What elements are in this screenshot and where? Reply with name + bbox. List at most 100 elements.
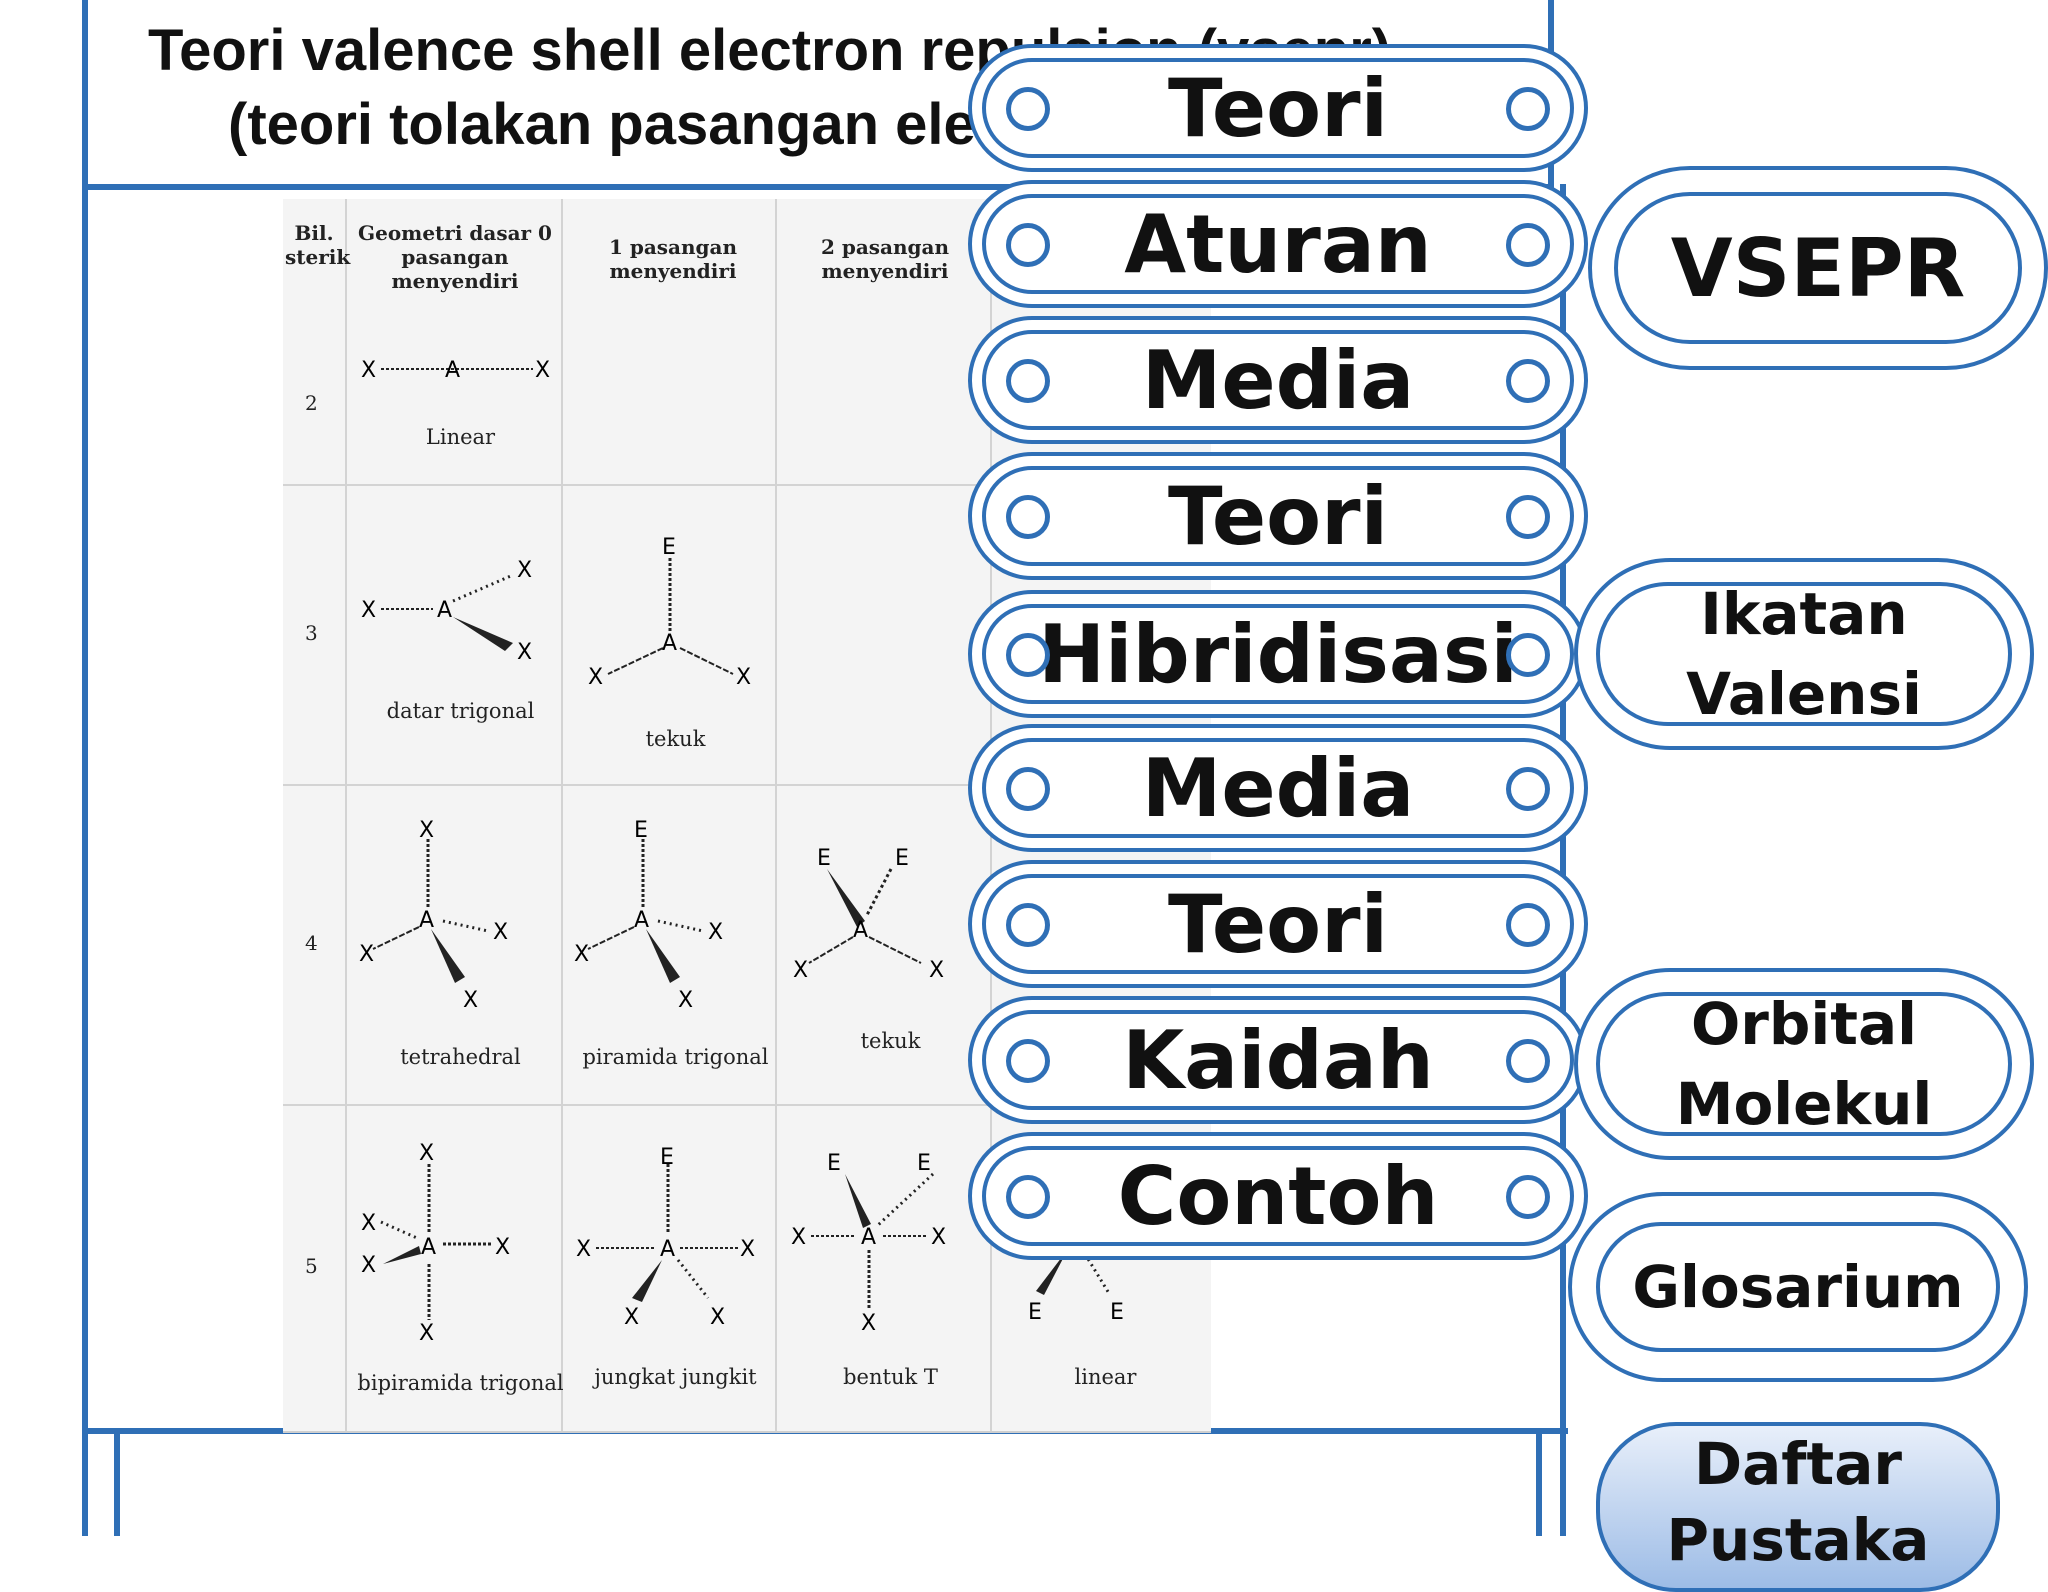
circle-icon — [1006, 903, 1050, 947]
circle-icon — [1006, 87, 1050, 131]
atom-label: X — [793, 958, 808, 983]
nav-button-border — [982, 738, 1574, 838]
molecule-trigonal-bipyramidal-diagram: X A X X X X — [361, 1141, 510, 1344]
orbital-molekul-button[interactable]: Orbital Molekul — [1574, 968, 2034, 1160]
molecule-bent-4-diagram: E E A X X — [793, 846, 944, 983]
atom-label: X — [361, 358, 376, 383]
atom-label: X — [929, 958, 944, 983]
atom-label: A — [421, 1235, 436, 1260]
atom-label: X — [495, 1235, 510, 1260]
ikatan-valensi-line1: Ikatan — [1700, 580, 1908, 648]
circle-icon — [1506, 633, 1550, 677]
atom-label: E — [1028, 1300, 1042, 1325]
table-header-count: Bil. sterik — [285, 221, 351, 269]
atom-label: A — [445, 358, 460, 383]
shape-caption: linear — [1074, 1365, 1137, 1389]
atom-label: X — [361, 598, 376, 623]
glosarium-label: Glosarium — [1632, 1253, 1964, 1321]
footer-right-line — [1536, 1432, 1542, 1536]
atom-label: A — [419, 908, 434, 933]
shape-caption: Linear — [425, 425, 496, 449]
atom-label: E — [1110, 1300, 1124, 1325]
atom-label: X — [535, 358, 550, 383]
nav-button-label: Media — [1141, 741, 1415, 835]
row-number: 5 — [305, 1254, 318, 1278]
molecule-t-shaped-diagram: E E A X X X — [791, 1151, 946, 1336]
atom-label: X — [576, 1237, 591, 1262]
nav-button-media[interactable]: Media — [968, 316, 1588, 444]
atom-label: X — [419, 1321, 434, 1344]
atom-label: A — [660, 1237, 675, 1262]
atom-label: X — [740, 1237, 755, 1262]
nav-button-border — [982, 1146, 1574, 1246]
nav-button-border — [982, 466, 1574, 566]
daftar-pustaka-line2: Pustaka — [1666, 1506, 1930, 1574]
atom-label: E — [917, 1151, 931, 1176]
circle-icon — [1506, 767, 1550, 811]
atom-label: X — [361, 1253, 376, 1278]
nav-button-border — [982, 330, 1574, 430]
shape-caption: tetrahedral — [400, 1045, 521, 1069]
nav-button-aturan[interactable]: Aturan — [968, 180, 1588, 308]
orbital-molekul-line1: Orbital — [1690, 990, 1918, 1058]
circle-icon — [1506, 1039, 1550, 1083]
atom-label: X — [419, 818, 434, 843]
orbital-molekul-line2: Molekul — [1675, 1070, 1933, 1138]
circle-icon — [1006, 767, 1050, 811]
table-header-col1: 1 pasangan menyendiri — [608, 235, 738, 283]
shape-caption: datar trigonal — [386, 699, 535, 723]
nav-button-kaidah[interactable]: Kaidah — [968, 996, 1588, 1124]
nav-button-teori[interactable]: Teori — [968, 452, 1588, 580]
content-right-line — [1560, 184, 1566, 1536]
atom-label: E — [895, 846, 909, 871]
daftar-pustaka-line1: Daftar — [1694, 1430, 1902, 1498]
table-header-col2: 2 pasangan menyendiri — [820, 235, 950, 283]
ikatan-valensi-button[interactable]: Ikatan Valensi — [1574, 558, 2034, 750]
vsepr-button[interactable]: VSEPR — [1588, 166, 2048, 370]
molecule-bent-diagram: E A X X — [588, 535, 751, 690]
molecule-seesaw-diagram: E A X X X X — [576, 1145, 755, 1330]
atom-label: X — [574, 942, 589, 967]
atom-label: A — [634, 908, 649, 933]
atom-label: X — [624, 1305, 639, 1330]
row-number: 4 — [305, 931, 318, 955]
circle-icon — [1506, 495, 1550, 539]
molecule-linear-diagram: X A X — [361, 358, 550, 383]
nav-button-teori[interactable]: Teori — [968, 44, 1588, 172]
atom-label: X — [736, 665, 751, 690]
vsepr-button-label: VSEPR — [1670, 221, 1966, 315]
daftar-pustaka-button[interactable]: Daftar Pustaka — [1596, 1422, 2000, 1592]
glosarium-button[interactable]: Glosarium — [1568, 1192, 2028, 1382]
atom-label: X — [710, 1305, 725, 1330]
molecule-linear-5-diagram: E E — [1028, 1248, 1124, 1325]
nav-button-border — [982, 58, 1574, 158]
atom-label: X — [517, 640, 532, 665]
shape-caption: tekuk — [860, 1029, 921, 1053]
nav-button-media[interactable]: Media — [968, 724, 1588, 852]
atom-label: E — [827, 1151, 841, 1176]
circle-icon — [1006, 1175, 1050, 1219]
molecule-trigonal-pyramidal-diagram: E A X X X — [574, 818, 723, 1013]
atom-label: A — [662, 631, 677, 656]
atom-label: X — [931, 1225, 946, 1250]
shape-caption: jungkat jungkit — [594, 1365, 757, 1389]
nav-button-label: Teori — [1167, 61, 1389, 155]
nav-button-label: Contoh — [1117, 1149, 1439, 1243]
nav-button-contoh[interactable]: Contoh — [968, 1132, 1588, 1260]
nav-button-hibridisasi[interactable]: Hibridisasi — [968, 590, 1588, 718]
nav-button-label: Teori — [1167, 469, 1389, 563]
atom-label: X — [588, 665, 603, 690]
frame-left-line — [82, 0, 88, 1536]
circle-icon — [1006, 1039, 1050, 1083]
atom-label: X — [678, 988, 693, 1013]
row-number: 2 — [305, 391, 318, 415]
nav-button-border — [982, 194, 1574, 294]
circle-icon — [1506, 1175, 1550, 1219]
atom-label: X — [359, 942, 374, 967]
circle-icon — [1506, 903, 1550, 947]
circle-icon — [1006, 223, 1050, 267]
atom-label: A — [861, 1225, 876, 1250]
circle-icon — [1506, 359, 1550, 403]
shape-caption: bipiramida trigonal — [357, 1371, 564, 1395]
nav-button-teori[interactable]: Teori — [968, 860, 1588, 988]
